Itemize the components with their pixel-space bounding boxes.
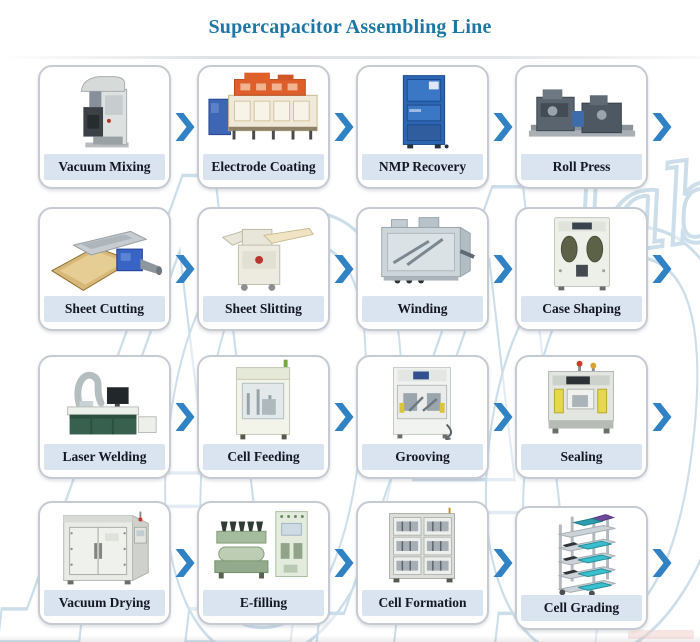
cell-grading-machine-image	[519, 510, 644, 596]
flow-arrow-icon	[489, 255, 515, 283]
process-card-grooving: Grooving	[356, 355, 489, 479]
process-row-4: Vacuum Drying	[38, 496, 674, 630]
process-step-label: Electrode Coating	[203, 154, 324, 180]
process-card-sheet-cutting: Sheet Cutting	[38, 207, 171, 331]
process-step-label: Cell Grading	[521, 595, 642, 621]
process-card-vacuum-drying: Vacuum Drying	[38, 501, 171, 625]
flow-arrow-icon	[648, 113, 674, 141]
process-card-cell-feeding: Cell Feeding	[197, 355, 330, 479]
process-step-label: E-filling	[203, 590, 324, 616]
grooving-machine-image	[360, 359, 485, 445]
flow-arrow-icon	[171, 403, 197, 431]
flow-arrow-icon	[171, 549, 197, 577]
flow-arrow-icon	[489, 549, 515, 577]
vacuum-drying-machine-image	[42, 505, 167, 591]
sealing-machine-image	[519, 359, 644, 445]
bottom-edge-shade	[0, 635, 700, 642]
flow-arrow-icon	[648, 549, 674, 577]
process-card-electrode-coating: Electrode Coating	[197, 65, 330, 189]
process-step-label: Sealing	[521, 444, 642, 470]
flow-arrow-icon	[171, 255, 197, 283]
process-step-label: Winding	[362, 296, 483, 322]
sheet-slitting-machine-image	[201, 211, 326, 297]
process-step-label: Sheet Cutting	[44, 296, 165, 322]
process-card-nmp-recovery: NMP Recovery	[356, 65, 489, 189]
flow-arrow-icon	[648, 403, 674, 431]
flow-arrow-icon	[330, 113, 356, 141]
laser-welding-machine-image	[42, 359, 167, 445]
process-step-label: Cell Feeding	[203, 444, 324, 470]
process-card-roll-press: Roll Press	[515, 65, 648, 189]
process-row-3: Laser Welding Cell Feeding	[38, 355, 674, 479]
process-step-label: Sheet Slitting	[203, 296, 324, 322]
process-step-label: Case Shaping	[521, 296, 642, 322]
nmp-recovery-machine-image	[360, 69, 485, 155]
flow-arrow-icon	[171, 113, 197, 141]
process-card-sealing: Sealing	[515, 355, 648, 479]
process-card-cell-grading: Cell Grading	[515, 506, 648, 630]
flow-arrow-icon	[330, 255, 356, 283]
winding-machine-image	[360, 211, 485, 297]
e-filling-machine-image	[201, 505, 326, 591]
cell-formation-machine-image	[360, 505, 485, 591]
process-step-label: Cell Formation	[362, 590, 483, 616]
process-row-1: Vacuum Mixing	[38, 65, 674, 189]
flow-arrow-icon	[330, 549, 356, 577]
process-step-label: NMP Recovery	[362, 154, 483, 180]
flow-arrow-icon	[489, 113, 515, 141]
electrode-coating-machine-image	[201, 69, 326, 155]
process-card-laser-welding: Laser Welding	[38, 355, 171, 479]
bottom-right-smudge	[628, 630, 694, 639]
vacuum-mixing-machine-image	[42, 69, 167, 155]
process-step-label: Grooving	[362, 444, 483, 470]
page-title: Supercapacitor Assembling Line	[208, 16, 492, 38]
roll-press-machine-image	[519, 69, 644, 155]
process-step-label: Laser Welding	[44, 444, 165, 470]
process-step-label: Vacuum Mixing	[44, 154, 165, 180]
process-card-cell-formation: Cell Formation	[356, 501, 489, 625]
process-card-vacuum-mixing: Vacuum Mixing	[38, 65, 171, 189]
sheet-cutting-machine-image	[42, 211, 167, 297]
case-shaping-machine-image	[519, 211, 644, 297]
process-card-case-shaping: Case Shaping	[515, 207, 648, 331]
process-card-e-filling: E-filling	[197, 501, 330, 625]
flow-arrow-icon	[330, 403, 356, 431]
background-streak	[0, 56, 700, 59]
process-row-2: Sheet Cutting Sheet Slitting	[38, 207, 674, 331]
process-card-sheet-slitting: Sheet Slitting	[197, 207, 330, 331]
process-card-winding: Winding	[356, 207, 489, 331]
flow-arrow-icon	[489, 403, 515, 431]
flow-arrow-icon	[648, 255, 674, 283]
process-step-label: Vacuum Drying	[44, 590, 165, 616]
process-step-label: Roll Press	[521, 154, 642, 180]
cell-feeding-machine-image	[201, 359, 326, 445]
